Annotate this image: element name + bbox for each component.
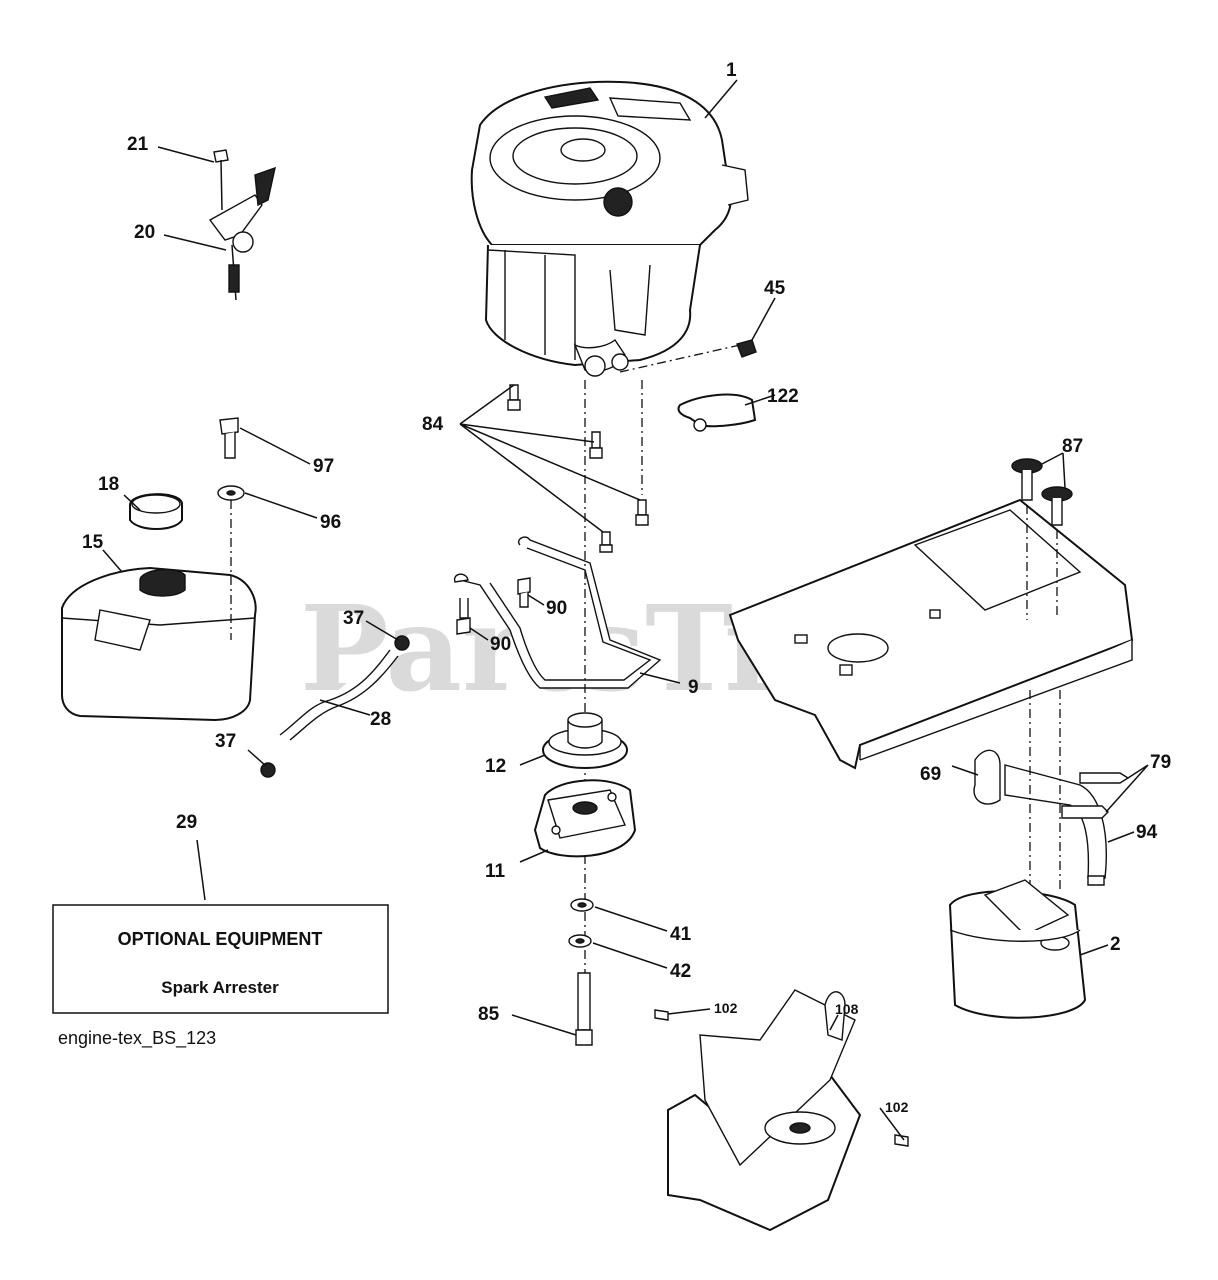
callout-2: 2 xyxy=(1110,934,1121,955)
callout-12: 12 xyxy=(485,756,506,777)
clutch-part xyxy=(533,779,637,858)
callout-37-bottom: 37 xyxy=(215,731,236,752)
optional-equipment-box: OPTIONAL EQUIPMENT Spark Arrester xyxy=(52,904,389,1014)
belt-guide-part xyxy=(453,536,662,689)
callout-94: 94 xyxy=(1136,822,1158,843)
muffler-part xyxy=(948,879,1087,1019)
callout-96: 96 xyxy=(320,512,341,533)
callout-37-top: 37 xyxy=(343,608,364,629)
callout-90-top: 90 xyxy=(546,598,567,619)
frame-part xyxy=(728,498,1134,770)
nut-shield-part xyxy=(677,339,757,432)
callout-1: 1 xyxy=(726,60,737,81)
callout-102-top: 102 xyxy=(714,1000,738,1016)
callout-29: 29 xyxy=(176,812,197,833)
callout-28: 28 xyxy=(370,709,391,730)
callout-85: 85 xyxy=(478,1004,500,1025)
exhaust-pipe-part xyxy=(973,690,1130,890)
optional-equipment-item: Spark Arrester xyxy=(161,978,279,997)
knobs-part xyxy=(1011,458,1073,620)
callout-122: 122 xyxy=(767,386,799,407)
callout-97: 97 xyxy=(313,456,334,477)
base-shield-part xyxy=(654,989,909,1232)
callout-18: 18 xyxy=(98,474,119,495)
callout-102-bottom: 102 xyxy=(885,1099,909,1115)
washers-bolt-part xyxy=(568,898,594,1046)
callout-21: 21 xyxy=(127,134,149,155)
fuel-line-part xyxy=(260,635,410,778)
callout-87: 87 xyxy=(1062,436,1083,457)
callout-9: 9 xyxy=(688,677,699,698)
optional-equipment-title: OPTIONAL EQUIPMENT xyxy=(118,929,323,949)
callout-20: 20 xyxy=(134,222,155,243)
leader-lines xyxy=(102,79,1149,1141)
callout-79: 79 xyxy=(1150,752,1171,773)
fuel-tank-part xyxy=(61,493,257,722)
engine-bolts-part xyxy=(507,384,649,553)
callout-labels: 1 2 9 11 12 15 18 20 21 28 29 37 37 41 4… xyxy=(82,60,1171,1115)
callout-90-bottom: 90 xyxy=(490,634,511,655)
callout-84: 84 xyxy=(422,414,444,435)
callout-108: 108 xyxy=(835,1001,859,1017)
engine-part xyxy=(470,80,749,377)
callout-15: 15 xyxy=(82,532,104,553)
bolt-washer-part xyxy=(217,417,245,640)
callout-69: 69 xyxy=(920,764,941,785)
callout-42: 42 xyxy=(670,961,691,982)
callout-41: 41 xyxy=(670,924,692,945)
throttle-control-part xyxy=(208,149,276,301)
pulley-part xyxy=(542,712,628,769)
callout-11: 11 xyxy=(485,861,506,882)
figure-code: engine-tex_BS_123 xyxy=(58,1028,216,1049)
callout-45: 45 xyxy=(764,278,786,299)
